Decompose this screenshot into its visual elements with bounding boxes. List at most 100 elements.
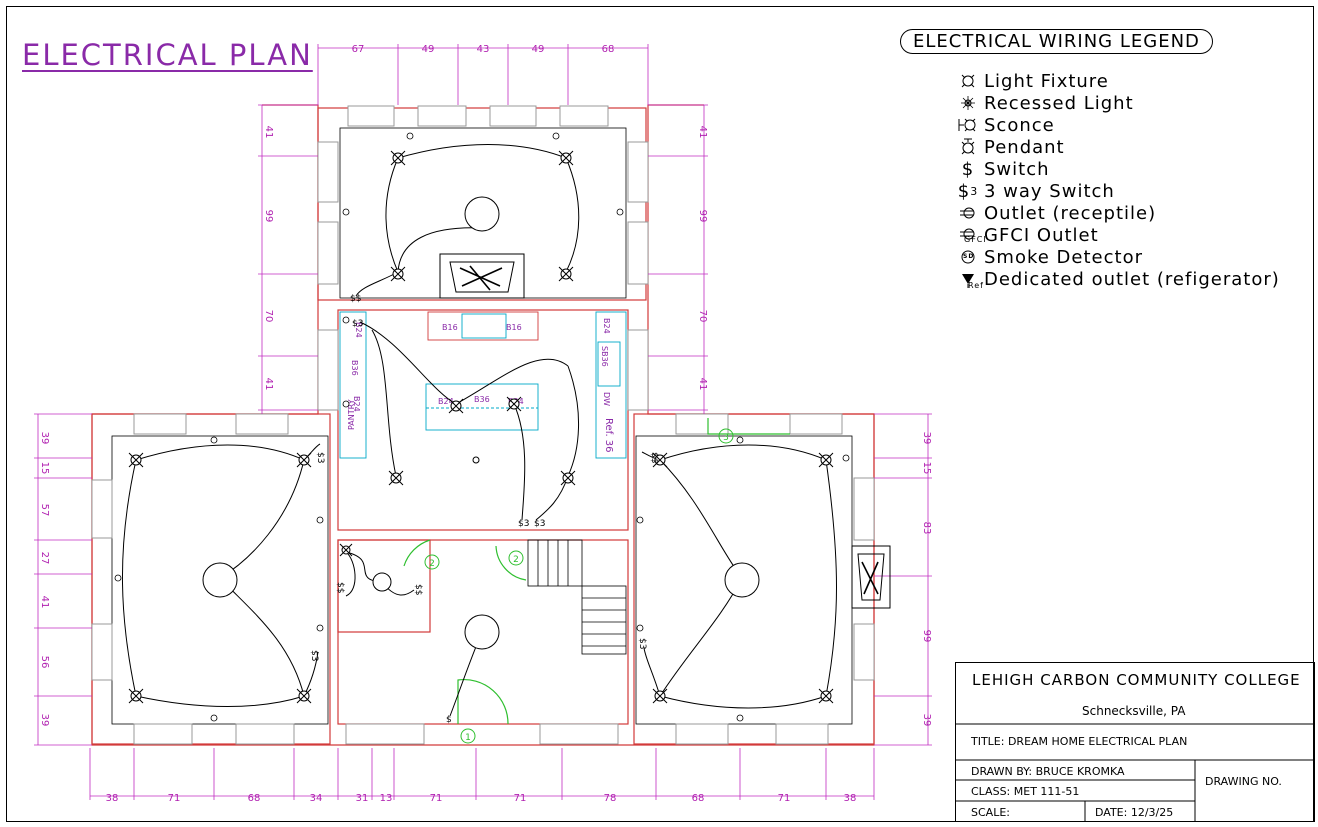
island-b36: B36	[474, 395, 490, 404]
light-fixtures	[202, 196, 760, 650]
stairs	[527, 539, 627, 655]
side-door	[707, 418, 790, 435]
switch-closet: $$	[413, 584, 423, 595]
outlet-icon	[952, 203, 984, 223]
dim-bottom-4: 31	[356, 793, 369, 804]
legend-item: Outlet (receptile)	[952, 202, 1280, 224]
ceiling-light-foyer	[464, 614, 500, 650]
fireplaces	[439, 253, 891, 609]
window	[133, 723, 193, 745]
window	[317, 329, 339, 411]
outlet	[552, 132, 560, 140]
outlet	[636, 624, 644, 632]
dim-ll-0: 39	[39, 432, 50, 445]
recessed-light	[296, 688, 312, 704]
island	[425, 383, 539, 431]
gfci-tag: GFCI	[964, 235, 987, 244]
recessed-light	[128, 688, 144, 704]
recessed-light	[558, 266, 574, 282]
plan-title: ELECTRICAL PLAN	[22, 38, 313, 72]
dimension-labels: 67 49 43 49 68 38 71 68 34 31 13 71 71 7…	[39, 44, 932, 804]
dim-bottom-2: 68	[248, 793, 261, 804]
dim-ul-1: 99	[263, 210, 274, 223]
dim-lr-1: 15	[921, 462, 932, 475]
door-tag-3: 3	[723, 433, 729, 443]
switch-kitchen-bottom-b: $3	[534, 519, 545, 529]
pendant-icon	[952, 137, 984, 157]
window	[133, 413, 187, 435]
ceiling-light-closet	[372, 572, 392, 592]
recessed-light	[388, 470, 404, 486]
gfci-outlet-icon: GFCI	[952, 225, 987, 245]
windows	[91, 105, 875, 745]
outlet	[636, 516, 644, 524]
ceiling-light-upper	[464, 196, 500, 232]
window	[317, 141, 339, 203]
upper-cabinet-run	[427, 311, 539, 341]
recessed-light	[390, 266, 406, 282]
drawing-number-label: DRAWING NO.	[1205, 775, 1282, 788]
window	[853, 623, 875, 681]
dim-bottom-10: 71	[778, 793, 791, 804]
three-way-sub: 3	[970, 184, 979, 198]
dedicated-outlet-icon: Ref	[952, 269, 984, 290]
range	[461, 313, 507, 339]
cabinet-pantry: PANTRY	[347, 399, 356, 430]
three-way-glyph: $	[957, 180, 971, 202]
drawn-by: DRAWN BY: BRUCE KROMKA	[971, 765, 1125, 778]
fireplace-right	[851, 545, 891, 609]
legend-label: Outlet (receptile)	[984, 202, 1157, 224]
dim-ur-1: 99	[697, 210, 708, 223]
switch-upper: $$	[350, 294, 361, 304]
dim-ll-3: 27	[39, 552, 50, 565]
dim-ll-4: 41	[39, 596, 50, 609]
door-tag-1: 1	[465, 733, 471, 743]
legend-item: Pendant	[952, 136, 1280, 158]
recessed-light	[390, 150, 406, 166]
legend-title: ELECTRICAL WIRING LEGEND	[900, 29, 1213, 54]
kitchen-wall	[337, 309, 629, 531]
cabinet-b24-right: B24	[602, 318, 611, 334]
outlet	[342, 208, 350, 216]
switch-left-bottom: $3	[309, 650, 319, 661]
outlet	[342, 316, 350, 324]
recessed-light	[652, 688, 668, 704]
switch-right-bottom: $3	[637, 638, 647, 649]
outlet	[342, 400, 350, 408]
legend-label: 3 way Switch	[984, 180, 1115, 202]
dim-top-0: 67	[352, 44, 365, 55]
dim-ur-2: 70	[697, 310, 708, 323]
dim-top-4: 68	[602, 44, 615, 55]
school-name: LEHIGH CARBON COMMUNITY COLLEGE	[972, 671, 1301, 689]
window	[775, 723, 829, 745]
three-way-switch-icon: $3	[952, 181, 984, 202]
window	[235, 723, 295, 745]
cabinet-ref: Ref. 36	[603, 418, 614, 453]
outlet	[316, 516, 324, 524]
outlet	[210, 714, 218, 722]
legend-item: GFCI GFCI Outlet	[952, 224, 1280, 246]
dim-lr-0: 39	[921, 432, 932, 445]
cabinet-b16-left: B16	[442, 323, 458, 332]
switch-icon: $	[961, 158, 975, 180]
dim-bottom-3: 34	[310, 793, 323, 804]
legend-item: SD Smoke Detector	[952, 246, 1280, 268]
outlet	[210, 436, 218, 444]
recessed-light	[558, 150, 574, 166]
cabinet-b24-left: B24	[352, 396, 361, 412]
legend-label: GFCI Outlet	[984, 224, 1099, 246]
title-block: LEHIGH CARBON COMMUNITY COLLEGE Schnecks…	[955, 662, 1316, 822]
recessed-lights	[128, 150, 834, 704]
outlet	[406, 132, 414, 140]
smoke-detector	[472, 456, 480, 464]
legend-item: Ref Dedicated outlet (refigerator)	[952, 268, 1280, 290]
ref-tag: Ref	[968, 281, 984, 290]
outlet	[736, 714, 744, 722]
island-b24-left: B24	[438, 397, 454, 406]
sconce-icon	[952, 115, 984, 135]
legend-label: Switch	[984, 158, 1050, 180]
smoke-detector-icon: SD	[952, 247, 984, 267]
window	[539, 723, 619, 745]
fireplace-upper	[439, 253, 525, 299]
